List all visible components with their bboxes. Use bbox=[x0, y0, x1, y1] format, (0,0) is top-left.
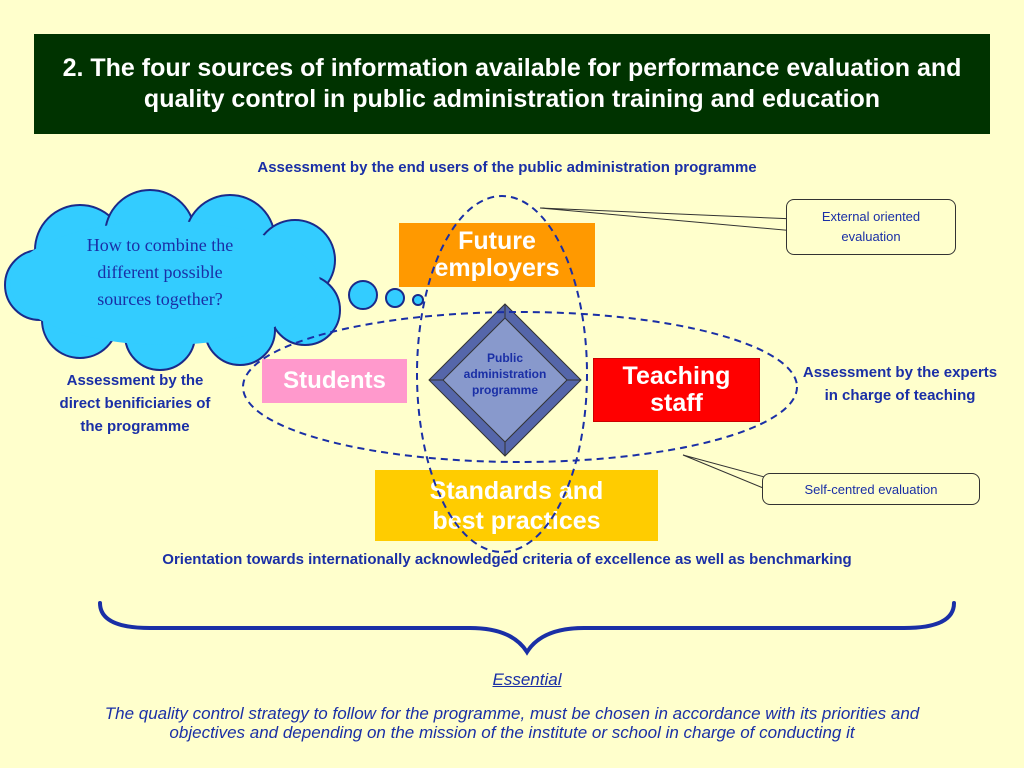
students-box: Students bbox=[262, 359, 407, 403]
self-centred-evaluation-callout: Self-centred evaluation bbox=[762, 473, 980, 505]
slide-title-line-1: 2. The four sources of information avail… bbox=[62, 54, 962, 82]
teaching-staff-box: Teaching staff bbox=[593, 358, 760, 422]
essential-text-line-1: The quality control strategy to follow f… bbox=[104, 704, 920, 723]
external-evaluation-ellipse bbox=[416, 195, 588, 553]
standards-line-2: best practices bbox=[432, 506, 601, 535]
future-employers-box: Future employers bbox=[399, 223, 595, 287]
cloud-line-3: sources together? bbox=[97, 289, 223, 309]
programme-label: Public administration programme bbox=[440, 350, 570, 398]
benchmarking-label: Orientation towards internationally ackn… bbox=[162, 551, 852, 568]
beneficiaries-line-1: Assessment by the bbox=[66, 372, 204, 389]
cloud-line-2: different possible bbox=[97, 262, 223, 282]
future-employers-line-2: employers bbox=[434, 254, 560, 282]
programme-diamond bbox=[428, 303, 582, 457]
self-centred-callout-pointer bbox=[682, 454, 769, 491]
end-users-label: Assessment by the end users of the publi… bbox=[257, 159, 757, 176]
curly-brace bbox=[98, 601, 956, 656]
standards-line-1: Standards and bbox=[429, 476, 604, 505]
thought-bubble-medium bbox=[385, 288, 405, 308]
standards-box: Standards and best practices bbox=[375, 470, 658, 541]
experts-label: Assessment by the experts in charge of t… bbox=[786, 361, 1014, 407]
programme-line-1: Public bbox=[486, 351, 523, 365]
thought-cloud-fill bbox=[10, 221, 320, 345]
self-centred-evaluation-ellipse bbox=[242, 311, 798, 463]
beneficiaries-line-3: the programme bbox=[80, 418, 190, 435]
future-employers-line-1: Future bbox=[458, 227, 536, 255]
thought-bubble-small bbox=[412, 294, 424, 306]
cloud-line-1: How to combine the bbox=[86, 235, 234, 255]
external-callout-pointer bbox=[539, 207, 796, 232]
beneficiaries-line-2: direct benificiaries of bbox=[59, 395, 211, 412]
slide-title: 2. The four sources of information avail… bbox=[34, 34, 990, 134]
cloud-question: How to combine the different possible so… bbox=[55, 232, 265, 313]
essential-heading: Essential bbox=[492, 670, 562, 689]
thought-bubble-large bbox=[348, 280, 378, 310]
experts-line-2: in charge of teaching bbox=[824, 387, 976, 404]
external-evaluation-callout: External oriented evaluation bbox=[786, 199, 956, 255]
beneficiaries-label: Assessment by the direct benificiaries o… bbox=[40, 369, 230, 438]
teaching-staff-line-1: Teaching bbox=[622, 362, 731, 390]
external-callout-line-2: evaluation bbox=[841, 229, 901, 244]
teaching-staff-line-2: staff bbox=[650, 389, 703, 417]
external-callout-line-1: External oriented bbox=[821, 209, 921, 224]
slide-title-line-2: quality control in public administration… bbox=[143, 85, 881, 113]
essential-text-line-2: objectives and depending on the mission … bbox=[169, 723, 855, 742]
experts-line-1: Assessment by the experts bbox=[802, 364, 998, 381]
programme-line-3: programme bbox=[471, 383, 539, 397]
essential-text: The quality control strategy to follow f… bbox=[30, 704, 994, 742]
programme-line-2: administration bbox=[463, 367, 547, 381]
